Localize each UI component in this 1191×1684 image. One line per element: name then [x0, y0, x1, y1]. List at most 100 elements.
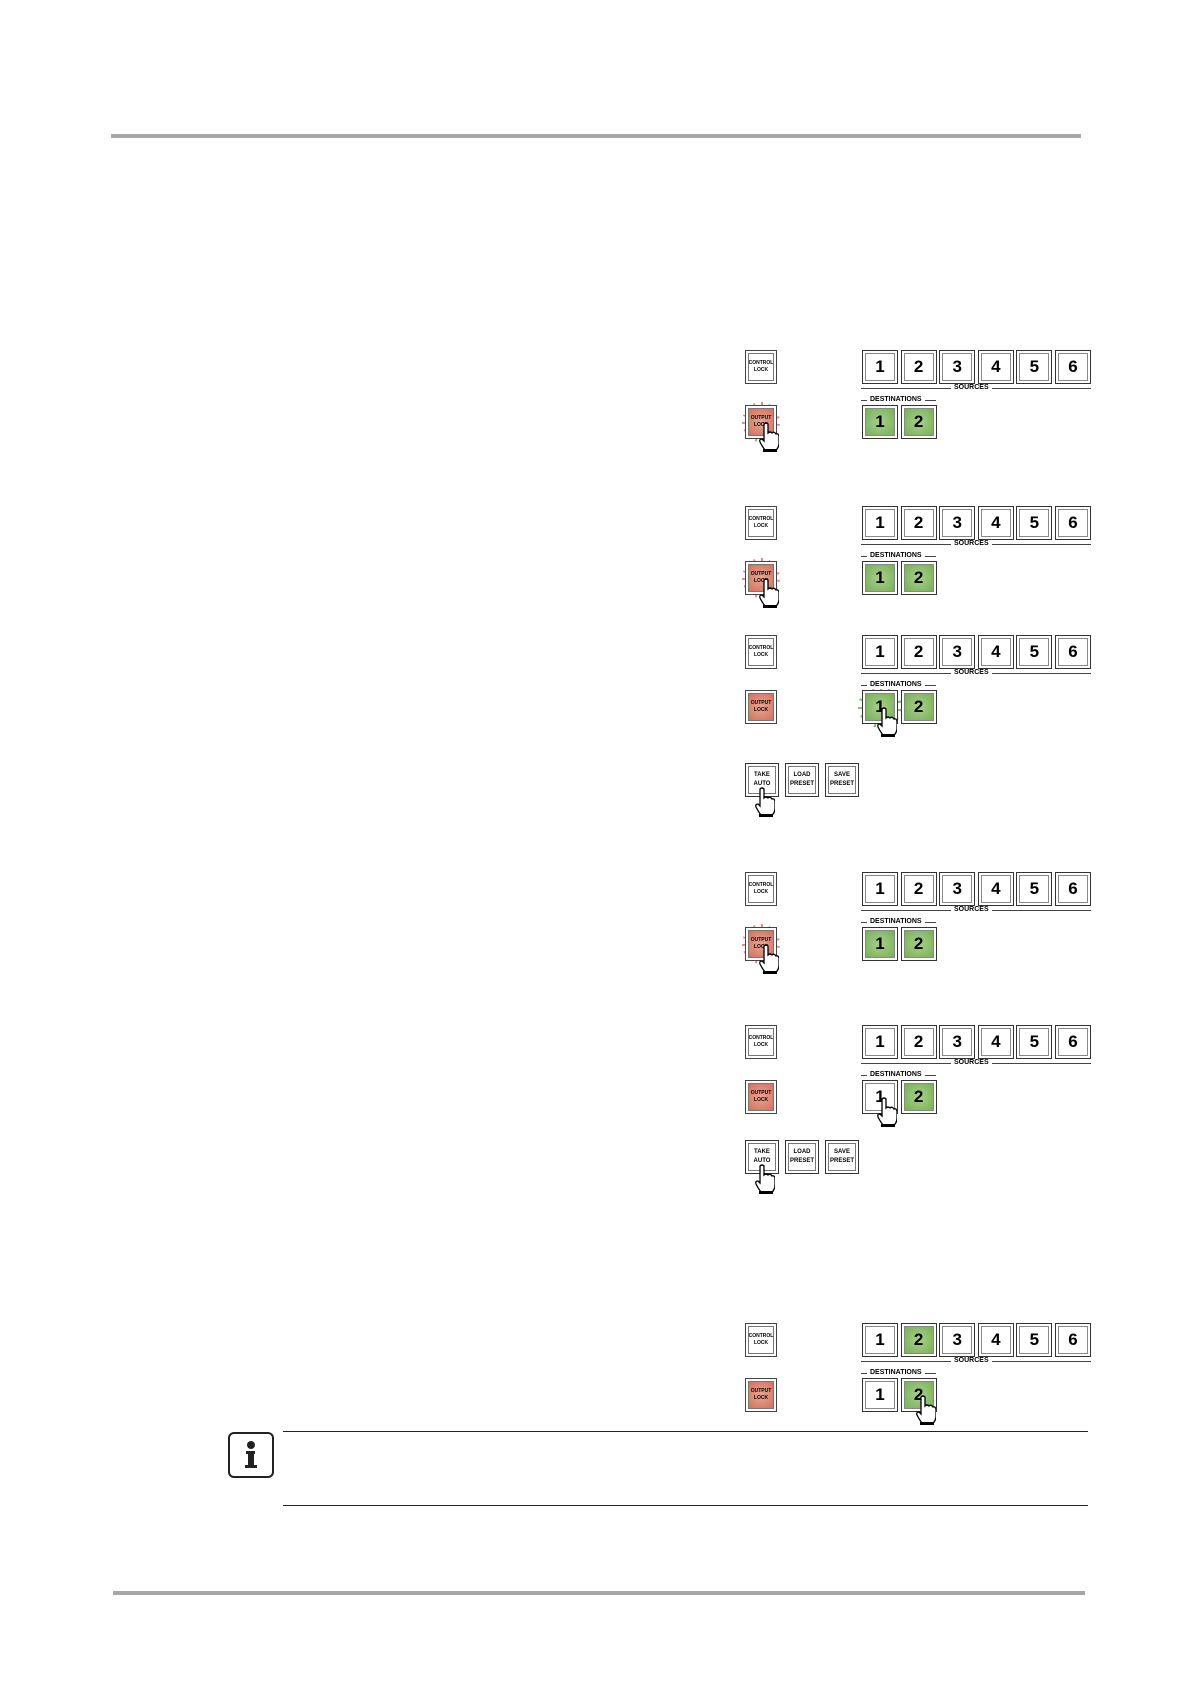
source-button-6[interactable]: 6 — [1055, 635, 1091, 669]
source-button-3[interactable]: 3 — [939, 506, 976, 540]
button-text-line: LOAD — [793, 772, 811, 778]
destination-button-1[interactable]: 1 — [862, 405, 898, 439]
destination-button-1[interactable]: 1 — [862, 927, 898, 961]
destinations-label: DESTINATIONS — [867, 918, 925, 926]
source-button-2[interactable]: 2 — [900, 1323, 937, 1357]
preset-take-panel: TAKE AUTO LOAD PRESET SAVE PRESET — [745, 1140, 1085, 1200]
button-text-line: CONTROL — [748, 645, 774, 651]
pointing-hand-icon — [757, 944, 780, 974]
source-button-5[interactable]: 5 — [1016, 872, 1053, 906]
source-button-6[interactable]: 6 — [1055, 506, 1091, 540]
source-button-4[interactable]: 4 — [977, 506, 1014, 540]
button-text-line: SAVE — [834, 1149, 850, 1155]
button-text-line: PRESET — [789, 1158, 814, 1164]
source-button-5[interactable]: 5 — [1016, 350, 1053, 384]
source-button-2[interactable]: 2 — [900, 1025, 937, 1059]
button-text-line: LOCK — [753, 1042, 769, 1048]
pointing-hand-icon — [757, 578, 780, 608]
source-button-5[interactable]: 5 — [1016, 1025, 1053, 1059]
source-button-1[interactable]: 1 — [862, 872, 898, 906]
destinations-label: DESTINATIONS — [867, 681, 925, 689]
button-text-line: PRESET — [829, 1158, 854, 1164]
pointing-hand-icon — [875, 1097, 898, 1127]
source-button-3[interactable]: 3 — [939, 872, 976, 906]
source-button-6[interactable]: 6 — [1055, 872, 1091, 906]
source-button-4[interactable]: 4 — [977, 1025, 1014, 1059]
button-text-line: CONTROL — [748, 1333, 774, 1339]
button-text-line: LOAD — [793, 1149, 811, 1155]
source-button-5[interactable]: 5 — [1016, 506, 1053, 540]
source-button-3[interactable]: 3 — [939, 1323, 976, 1357]
save-preset-button[interactable]: SAVE PRESET — [825, 1140, 859, 1174]
button-text-line: OUTPUT — [750, 1388, 772, 1394]
info-icon — [228, 1432, 274, 1478]
sources-label: SOURCES — [951, 906, 992, 914]
source-button-4[interactable]: 4 — [977, 350, 1014, 384]
destination-button-1[interactable]: 1 — [862, 1080, 898, 1114]
pointing-hand-icon — [914, 1395, 937, 1425]
source-button-4[interactable]: 4 — [977, 1323, 1014, 1357]
source-button-3[interactable]: 3 — [939, 635, 976, 669]
source-button-4[interactable]: 4 — [977, 635, 1014, 669]
button-text-line: CONTROL — [748, 360, 774, 366]
destinations-label: DESTINATIONS — [867, 1369, 925, 1377]
source-button-5[interactable]: 5 — [1016, 1323, 1053, 1357]
source-button-2[interactable]: 2 — [900, 872, 937, 906]
destination-button-2[interactable]: 2 — [900, 405, 937, 439]
button-text-line: LOCK — [753, 422, 769, 428]
pointing-hand-icon — [757, 422, 780, 452]
button-text-line: CONTROL — [748, 1035, 774, 1041]
source-button-3[interactable]: 3 — [939, 350, 976, 384]
pointing-hand-icon — [753, 1164, 776, 1194]
destination-button-1[interactable]: 1 — [862, 1378, 898, 1412]
source-button-6[interactable]: 6 — [1055, 1025, 1091, 1059]
sources-label: SOURCES — [951, 384, 992, 392]
button-text-line: TAKE — [754, 1149, 770, 1155]
destination-button-2[interactable]: 2 — [900, 1080, 937, 1114]
source-button-3[interactable]: 3 — [939, 1025, 976, 1059]
source-button-5[interactable]: 5 — [1016, 635, 1053, 669]
source-button-2[interactable]: 2 — [900, 350, 937, 384]
button-text-line: OUTPUT — [750, 571, 772, 577]
button-text-line: SAVE — [834, 772, 850, 778]
button-text-line: AUTO — [753, 781, 771, 787]
destination-button-2[interactable]: 2 — [900, 690, 937, 724]
source-button-4[interactable]: 4 — [977, 872, 1014, 906]
source-button-1[interactable]: 1 — [862, 506, 898, 540]
button-text-line: OUTPUT — [750, 700, 772, 706]
source-button-2[interactable]: 2 — [900, 506, 937, 540]
destination-button-2[interactable]: 2 — [900, 561, 937, 595]
destinations-label: DESTINATIONS — [867, 1071, 925, 1079]
destination-button-2[interactable]: 2 — [900, 927, 937, 961]
source-button-1[interactable]: 1 — [862, 1025, 898, 1059]
load-preset-button[interactable]: LOAD PRESET — [785, 1140, 819, 1174]
pointing-hand-icon — [753, 787, 776, 817]
header-rule — [111, 134, 1081, 138]
destination-button-1[interactable]: 1 — [862, 561, 898, 595]
source-button-6[interactable]: 6 — [1055, 1323, 1091, 1357]
source-button-1[interactable]: 1 — [862, 1323, 898, 1357]
source-button-2[interactable]: 2 — [900, 635, 937, 669]
source-button-1[interactable]: 1 — [862, 350, 898, 384]
source-button-6[interactable]: 6 — [1055, 350, 1091, 384]
source-button-1[interactable]: 1 — [862, 635, 898, 669]
button-text-line: AUTO — [753, 1158, 771, 1164]
